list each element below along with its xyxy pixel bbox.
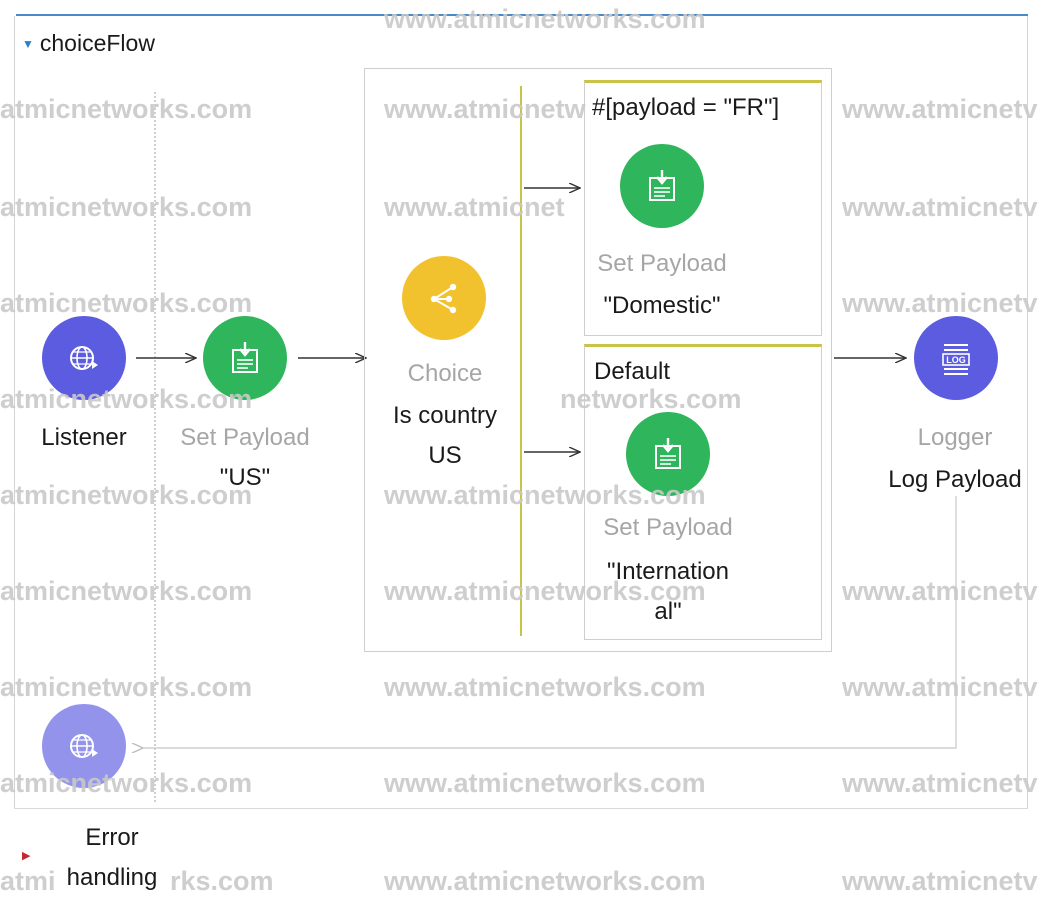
error-section-divider — [14, 808, 1028, 809]
logger-type: Logger — [917, 424, 993, 451]
route-when-condition: #[payload = "FR"] — [592, 94, 780, 121]
set-payload-domestic-name: "Domestic" — [603, 292, 721, 319]
logger-name: Log Payload — [888, 466, 1022, 493]
choice-scope — [364, 68, 832, 652]
error-handling-label-line2[interactable]: handling — [66, 864, 158, 891]
set-payload-icon — [655, 438, 681, 469]
collapse-caret-icon[interactable]: ▼ — [22, 36, 34, 51]
set-payload-us-node[interactable] — [203, 316, 287, 400]
listener-label: Listener — [41, 424, 127, 451]
listener-response-node[interactable] — [42, 704, 126, 788]
canvas-top-rule — [16, 14, 1028, 16]
set-payload-icon — [232, 342, 258, 373]
set-payload-domestic-type: Set Payload — [597, 250, 727, 277]
globe-arrow-icon — [70, 734, 98, 758]
expand-caret-icon[interactable]: ▶ — [22, 850, 31, 862]
route-default-label: Default — [594, 358, 671, 385]
choice-branch-icon — [430, 283, 457, 314]
set-payload-international-name-line1: "Internation — [607, 558, 729, 585]
set-payload-domestic-node[interactable] — [620, 144, 704, 228]
set-payload-us-name: "US" — [219, 464, 271, 491]
route-when[interactable] — [584, 80, 822, 336]
set-payload-international-type: Set Payload — [603, 514, 733, 541]
set-payload-icon — [649, 170, 675, 201]
log-icon: LOG — [942, 344, 970, 375]
error-handling-label-line1[interactable]: Error — [85, 824, 139, 851]
flow-container — [14, 16, 1028, 808]
listener-node[interactable] — [42, 316, 126, 400]
set-payload-international-node[interactable] — [626, 412, 710, 496]
return-path — [142, 496, 957, 748]
choice-type: Choice — [407, 360, 483, 387]
error-handling-expand-caret[interactable]: ▶ — [22, 846, 30, 864]
choice-node[interactable] — [402, 256, 486, 340]
choice-name-line2: US — [428, 442, 462, 469]
route-default[interactable] — [584, 344, 822, 640]
flow-header[interactable]: ▼ choiceFlow — [22, 30, 155, 57]
log-badge: LOG — [946, 355, 966, 365]
choice-name-line1: Is country — [392, 402, 498, 429]
flow-name: choiceFlow — [39, 30, 155, 56]
choice-router-bar — [520, 86, 522, 636]
set-payload-international-name-line2: al" — [654, 598, 682, 625]
logger-node[interactable]: LOG — [914, 316, 998, 400]
globe-arrow-icon — [70, 346, 98, 370]
set-payload-us-type: Set Payload — [180, 424, 310, 451]
source-divider — [154, 92, 156, 802]
